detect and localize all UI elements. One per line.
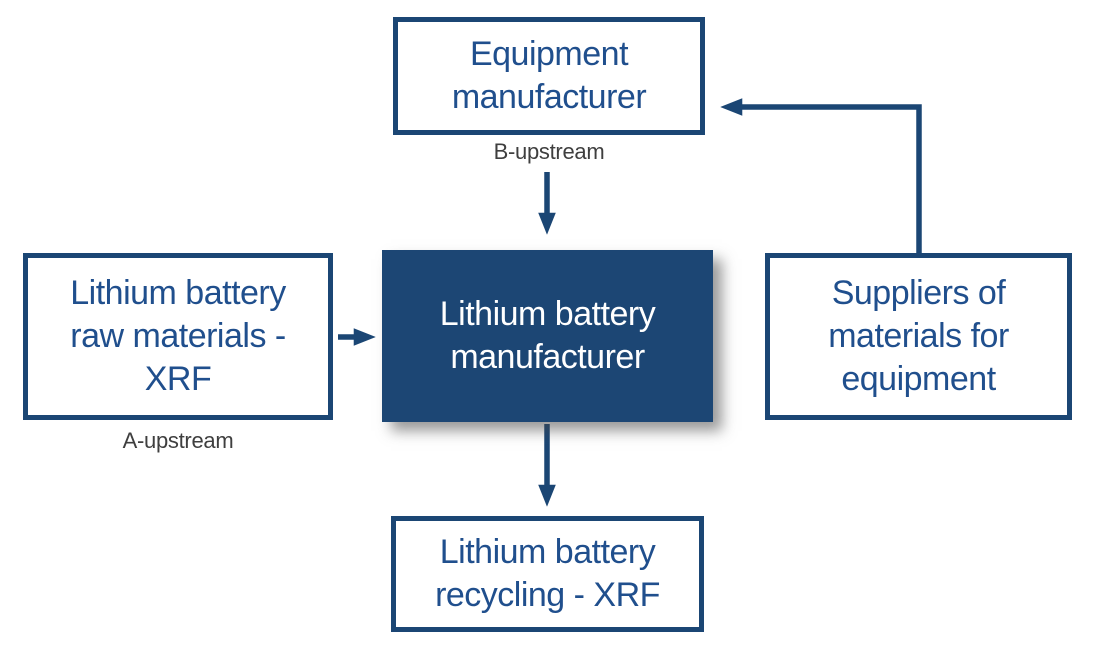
node-equipment-manufacturer: Equipment manufacturer [393,17,705,135]
caption-a-upstream: A-upstream [122,428,234,453]
node-lithium-battery-recycling: Lithium battery recycling - XRF [391,516,704,632]
node-lithium-battery-manufacturer-line: Lithium battery [439,295,656,334]
node-lithium-battery-manufacturer: Lithium battery manufacturer [382,250,713,422]
node-lithium-battery-recycling-line: Lithium battery [439,533,656,572]
node-lithium-battery-raw-materials-line: Lithium battery [70,274,286,313]
node-lithium-battery-recycling-line: recycling - XRF [435,576,660,614]
node-lithium-battery-manufacturer-line: manufacturer [450,338,645,376]
node-suppliers-of-materials: Suppliers of materials for equipment [765,253,1072,420]
caption-b-upstream: B-upstream [493,139,605,164]
node-lithium-battery-raw-materials-line: raw materials - [70,317,286,356]
node-suppliers-of-materials-line: equipment [841,359,996,398]
node-equipment-manufacturer-line: Equipment [469,35,629,74]
node-lithium-battery-raw-materials: Lithium battery raw materials - XRF [23,253,333,420]
arrow-suppliers-to-equipment [720,98,922,253]
node-lithium-battery-raw-materials-line: XRF [144,359,212,398]
node-equipment-manufacturer-line: manufacturer [451,78,647,116]
node-suppliers-of-materials-line: materials for [828,317,1009,356]
node-suppliers-of-materials-line: Suppliers of [831,274,1006,313]
